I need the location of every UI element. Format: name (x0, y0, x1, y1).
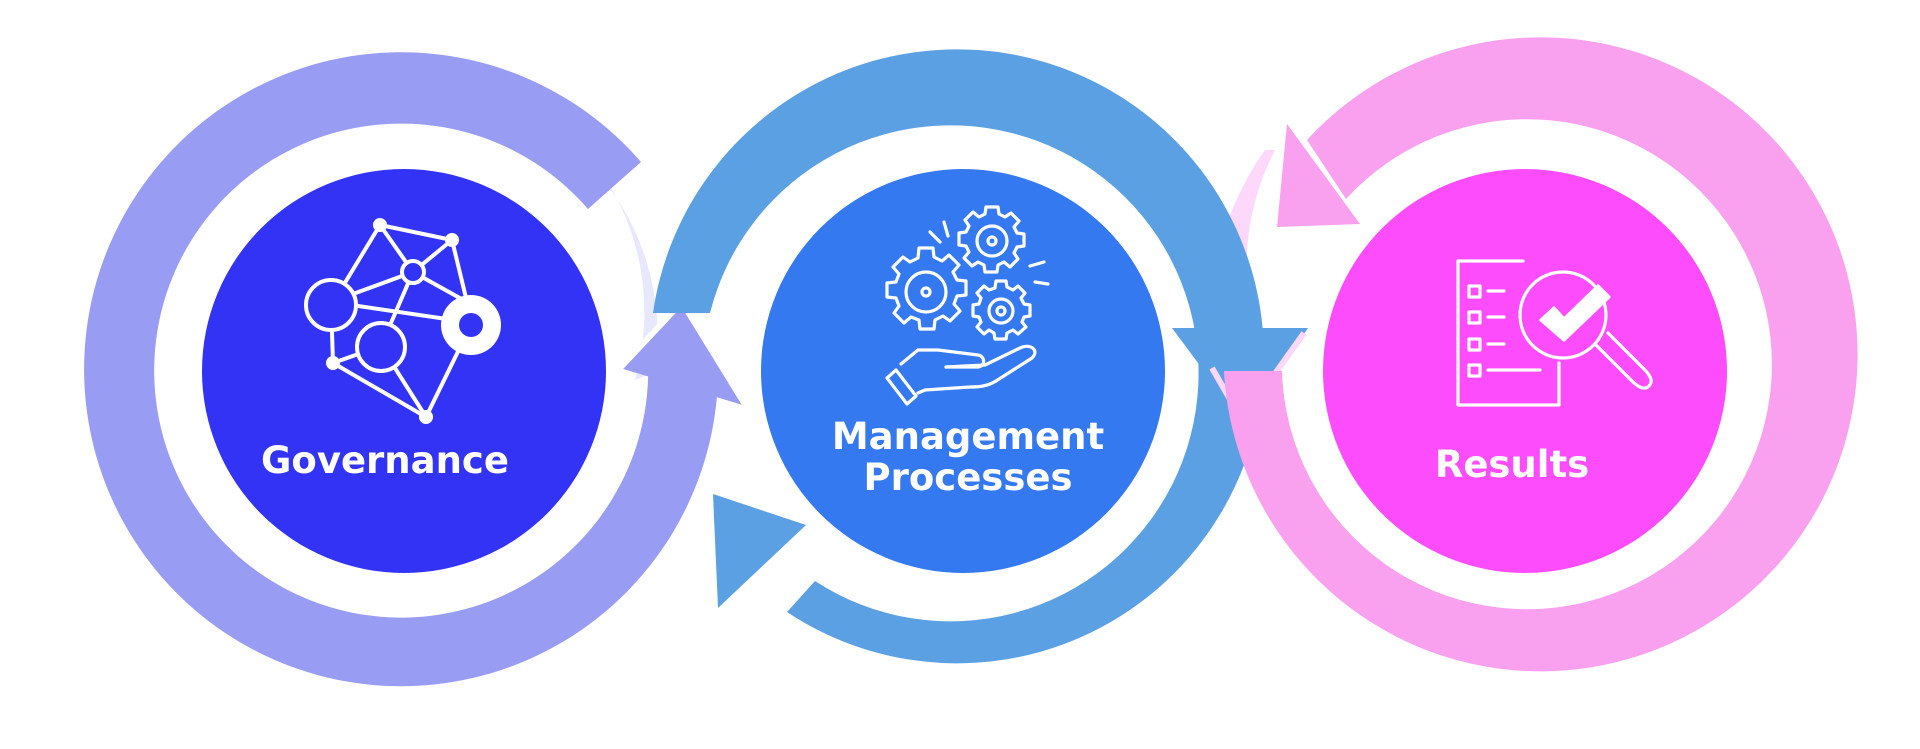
results-label: Results (1435, 443, 1589, 486)
governance-arrowhead (620, 302, 746, 406)
management-processes-arrowhead (713, 494, 806, 608)
gears-on-hand-icon (885, 205, 1050, 406)
governance-label: Governance (261, 439, 509, 482)
results-arrowhead-outline (1273, 125, 1285, 151)
results-node: Results (1224, 37, 1858, 672)
management-processes-label-line-1: Management (832, 415, 1104, 458)
management-processes-label-line-2: Processes (864, 456, 1073, 499)
checklist-magnifier-icon (1456, 259, 1653, 407)
management-processes-node: Management Processes (653, 49, 1308, 664)
network-nodes-icon (304, 218, 501, 424)
results-arrowhead (1277, 124, 1360, 227)
governance-node: Governance (84, 52, 749, 687)
governance-circle (202, 169, 606, 573)
management-processes-circle (761, 169, 1165, 573)
